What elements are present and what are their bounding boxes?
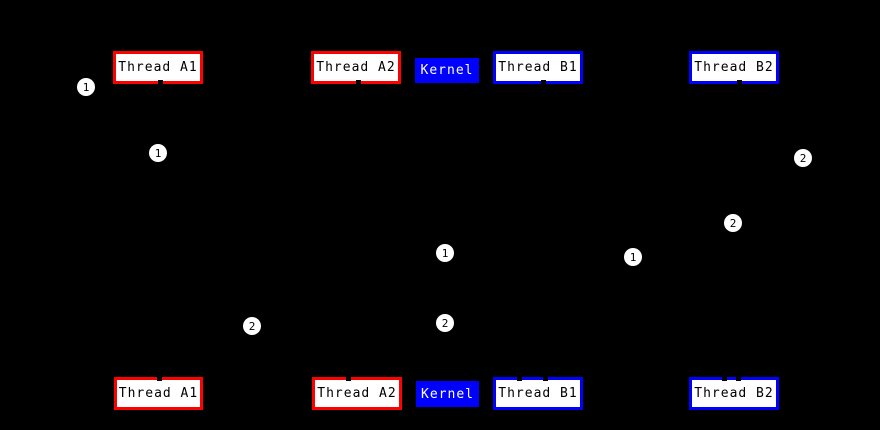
step-marker: 1 [624,248,642,266]
node-kernel-top: Kernel [415,58,479,83]
edge-stub-icon [541,80,546,84]
step-marker: 2 [436,314,454,332]
node-thread-a1-top: Thread A1 [113,51,203,84]
step-marker: 1 [149,144,167,162]
edge-stub-icon [543,377,548,381]
node-label: Thread B1 [498,60,578,75]
node-label: Thread A1 [118,60,198,75]
edge-stub-icon [722,377,727,381]
step-marker: 2 [794,149,812,167]
edge-stub-icon [736,377,741,381]
node-kernel-bottom: Kernel [416,381,479,407]
edge-stub-icon [356,80,361,84]
node-thread-a1-bottom: Thread A1 [114,377,203,410]
step-marker: 1 [77,78,95,96]
node-label: Thread A2 [316,60,396,75]
node-thread-b1-bottom: Thread B1 [493,377,583,410]
node-label: Thread B2 [694,60,774,75]
step-marker: 1 [436,244,454,262]
edge-stub-icon [346,377,351,381]
node-label: Kernel [421,386,474,402]
node-label: Thread A2 [317,386,397,401]
step-marker: 2 [243,317,261,335]
node-thread-a2-top: Thread A2 [311,51,401,84]
node-thread-b2-bottom: Thread B2 [689,377,779,410]
edge-stub-icon [157,377,162,381]
node-label: Thread B2 [694,386,774,401]
edge-stub-icon [158,80,163,84]
edge-stub-icon [517,377,522,381]
node-thread-b1-top: Thread B1 [493,51,583,84]
node-thread-b2-top: Thread B2 [689,51,779,84]
node-label: Thread B1 [498,386,578,401]
step-marker: 2 [724,214,742,232]
node-label: Kernel [420,63,474,78]
node-label: Thread A1 [118,386,199,401]
edge-stub-icon [737,80,742,84]
node-thread-a2-bottom: Thread A2 [312,377,402,410]
